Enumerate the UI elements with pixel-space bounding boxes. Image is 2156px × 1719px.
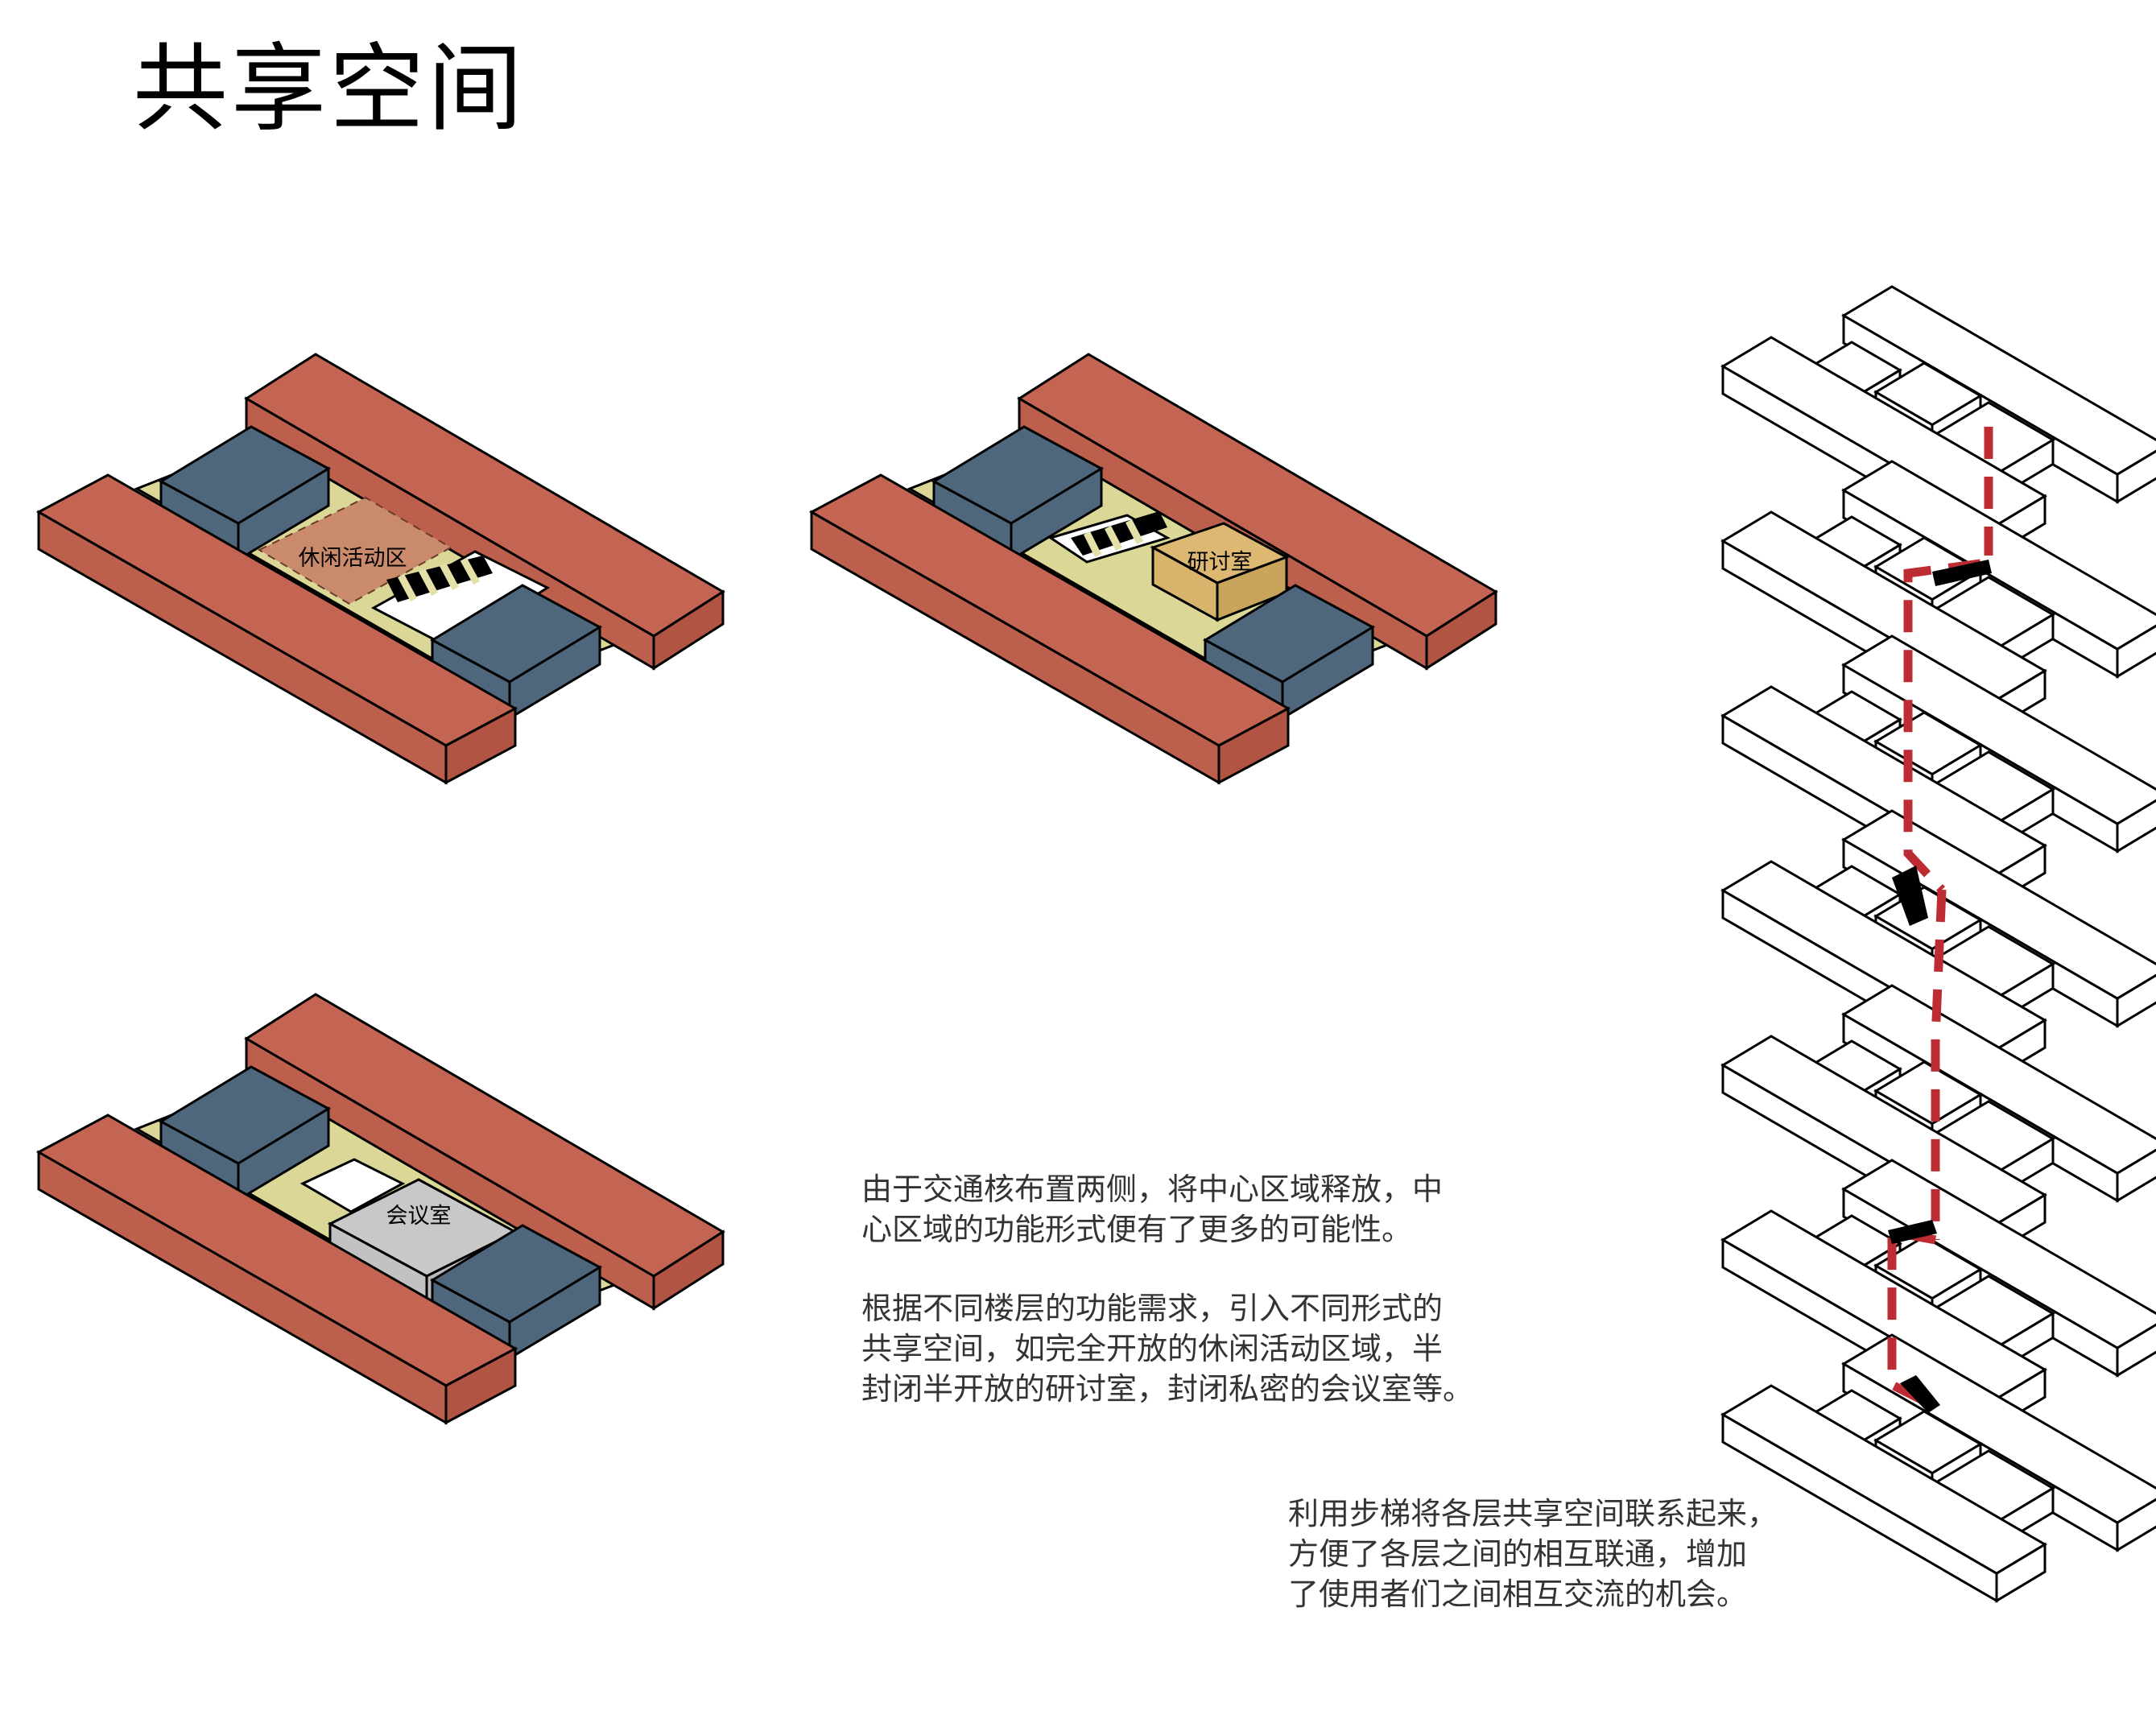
- stack-floor: [1720, 460, 2156, 729]
- floor-plan-seminar: 研讨室: [808, 353, 1498, 785]
- description-paragraph-3: 利用步梯将各层共享空间联系起来， 方便了各层之间的相互联通，增加 了使用者们之间…: [1288, 1494, 1916, 1614]
- text-line: 了使用者们之间相互交流的机会。: [1288, 1576, 1748, 1612]
- description-paragraph-1: 由于交通核布置两侧，将中心区域释放，中 心区域的功能形式便有了更多的可能性。: [861, 1169, 1522, 1250]
- circulation-core-back: [158, 1065, 332, 1202]
- circulation-core-back: [158, 425, 332, 562]
- text-line: 共享空间，如完全开放的休闲活动区域，半: [861, 1331, 1444, 1366]
- text-line: 根据不同楼层的功能需求，引入不同形式的: [861, 1291, 1444, 1326]
- floor-plan-meeting: 会议室: [35, 993, 725, 1425]
- description-paragraph-2: 根据不同楼层的功能需求，引入不同形式的 共享空间，如完全开放的休闲活动区域，半 …: [861, 1288, 1522, 1409]
- stack-front-bar: [1720, 1384, 2047, 1603]
- meeting-room-label: 会议室: [386, 1204, 452, 1229]
- void: [299, 1158, 406, 1213]
- seminar-room-label: 研讨室: [1187, 550, 1253, 575]
- stair-icon: [386, 556, 493, 602]
- stair-icon: [1071, 511, 1167, 558]
- stair-icon: [1888, 560, 1992, 1413]
- text-line: 封闭半开放的研讨室，封闭私密的会议室等。: [861, 1371, 1474, 1407]
- page-title: 共享空间: [133, 33, 527, 144]
- text-line: 心区域的功能形式便有了更多的可能性。: [861, 1212, 1413, 1247]
- leisure-zone-label: 休闲活动区: [299, 546, 407, 571]
- text-line: 方便了各层之间的相互联通，增加: [1288, 1536, 1748, 1572]
- floor-plan-leisure: 休闲活动区: [35, 353, 725, 785]
- exploded-floor-stack: [1720, 285, 2156, 1603]
- stack-floor: [1720, 634, 2156, 904]
- text-line: 由于交通核布置两侧，将中心区域释放，中: [861, 1171, 1444, 1207]
- leisure-zone: [257, 496, 453, 605]
- text-line: 利用步梯将各层共享空间联系起来，: [1288, 1496, 1778, 1531]
- stack-floor: [1720, 1333, 2156, 1603]
